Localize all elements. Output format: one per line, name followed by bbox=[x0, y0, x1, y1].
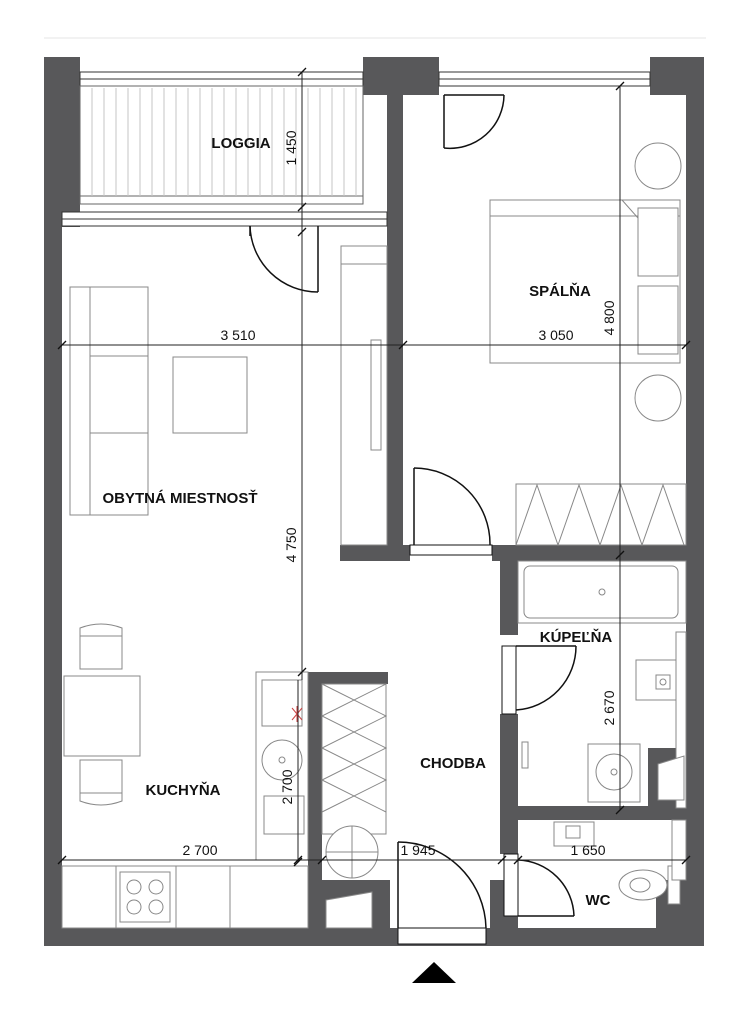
nightstand-lamp-bottom bbox=[634, 374, 682, 422]
door-entrance bbox=[397, 841, 487, 945]
wc-sink bbox=[553, 821, 595, 847]
door-wc bbox=[503, 853, 575, 917]
towel-rail bbox=[521, 741, 529, 769]
bath-cabinet bbox=[657, 755, 685, 801]
room-label-loggia: LOGGIA bbox=[211, 135, 270, 152]
bath-shelf bbox=[675, 631, 687, 809]
door-bathroom bbox=[501, 645, 577, 715]
room-label-kitchen: KUCHYŇA bbox=[146, 781, 221, 799]
kitchen-column bbox=[255, 671, 309, 861]
shoe-cabinet bbox=[325, 891, 373, 929]
dim-kitchen-width: 2 700 bbox=[182, 842, 217, 858]
room-label-wc: WC bbox=[586, 892, 611, 909]
dim-wc-width: 1 650 bbox=[570, 842, 605, 858]
washbasin bbox=[635, 659, 677, 701]
room-label-hallway: CHODBA bbox=[420, 755, 486, 772]
dimension-lines bbox=[57, 67, 691, 867]
dim-kitchen-depth: 2 700 bbox=[279, 769, 295, 804]
dining-set bbox=[63, 623, 141, 806]
bathtub bbox=[517, 560, 687, 624]
room-label-living: OBYTNÁ MIESTNOSŤ bbox=[102, 489, 257, 507]
hall-wardrobe bbox=[320, 683, 388, 879]
door-bedroom-balcony bbox=[443, 94, 505, 150]
dim-bedroom-depth: 4 800 bbox=[601, 300, 617, 335]
dim-bedroom-width: 3 050 bbox=[538, 327, 573, 343]
dim-living-width: 3 510 bbox=[220, 327, 255, 343]
sofa bbox=[69, 286, 149, 516]
dim-living-depth: 4 750 bbox=[283, 527, 299, 562]
entrance-arrow-icon bbox=[412, 962, 456, 983]
bed bbox=[489, 199, 681, 364]
room-label-bathroom: KÚPEĽŇA bbox=[540, 628, 613, 646]
wc-panel bbox=[671, 819, 687, 881]
windows bbox=[61, 71, 651, 227]
washing-machine bbox=[587, 743, 641, 803]
room-label-bedroom: SPÁLŇA bbox=[529, 282, 591, 300]
coffee-table bbox=[172, 356, 248, 434]
bedroom-wardrobe bbox=[515, 483, 687, 547]
dim-bathroom-depth: 2 670 bbox=[601, 690, 617, 725]
loggia-deck bbox=[79, 85, 364, 205]
nightstand-lamp-top bbox=[634, 142, 682, 190]
toilet bbox=[618, 865, 681, 905]
door-loggia bbox=[249, 225, 319, 293]
dim-hallway-width: 1 945 bbox=[400, 842, 435, 858]
kitchen-counter bbox=[61, 865, 309, 929]
wardrobe bbox=[340, 245, 388, 546]
dim-loggia-depth: 1 450 bbox=[283, 130, 299, 165]
door-bedroom bbox=[409, 467, 493, 556]
